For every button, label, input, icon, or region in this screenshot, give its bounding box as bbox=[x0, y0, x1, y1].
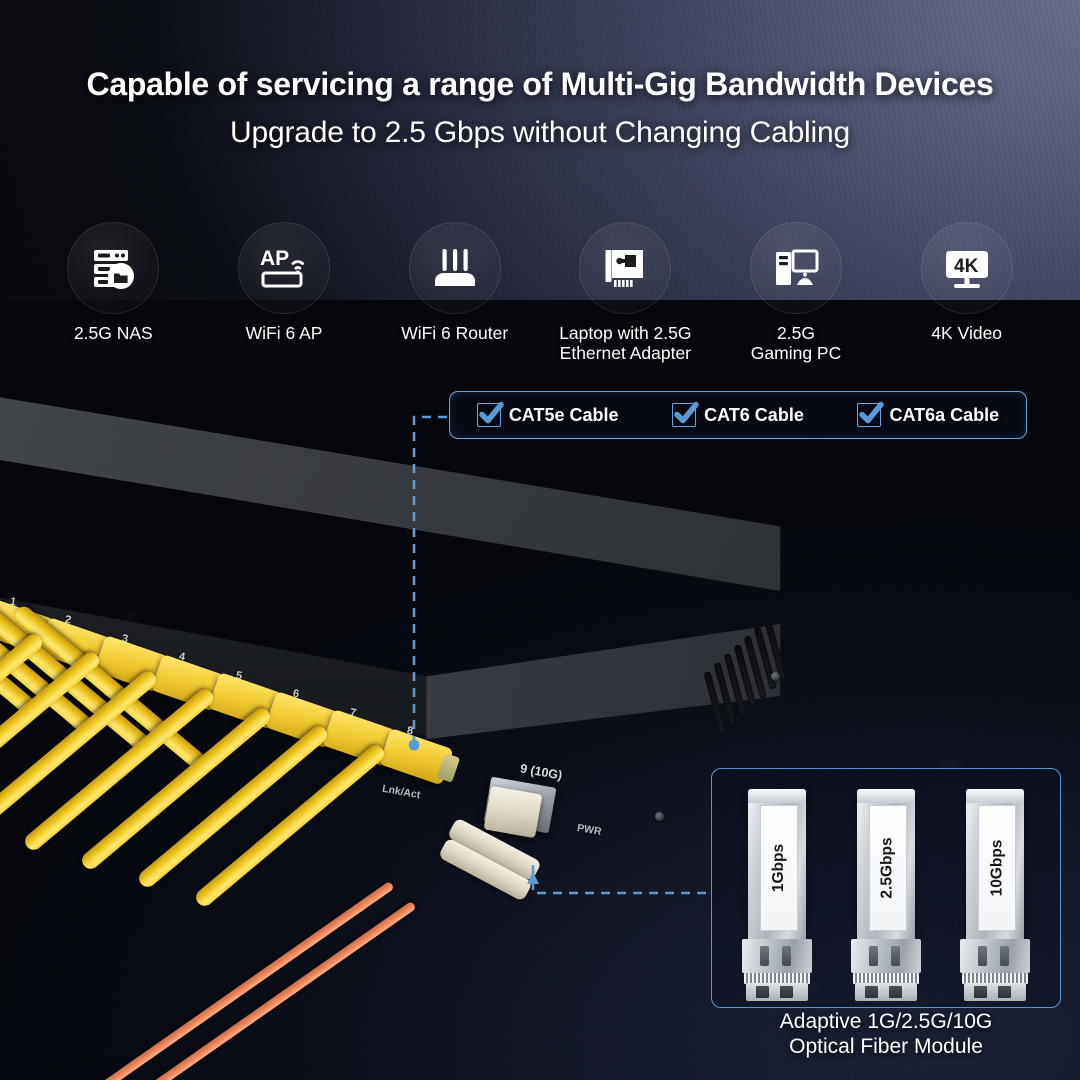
network-card-icon bbox=[579, 222, 672, 314]
desktop-pc-icon bbox=[750, 222, 843, 314]
checkbox-checked-icon[interactable] bbox=[857, 401, 885, 427]
sfp-module-panel: 1Gbps 2.5Gbps 10Gbps bbox=[711, 768, 1061, 1008]
sfp-module-25g: 2.5Gbps bbox=[843, 789, 929, 1001]
cable-option-cat6[interactable]: CAT6 Cable bbox=[672, 401, 804, 427]
device-label: 2.5G Gaming PC bbox=[750, 323, 842, 364]
wifi-router-icon bbox=[408, 222, 501, 314]
switch-top-surface bbox=[0, 360, 840, 780]
cable-option-label: CAT5e Cable bbox=[508, 404, 619, 425]
device-item-wifi-ap: AP WiFi 6 AP bbox=[199, 222, 370, 343]
lc-connector bbox=[483, 785, 543, 839]
nas-icon bbox=[67, 222, 160, 314]
checkbox-checked-icon[interactable] bbox=[476, 401, 504, 427]
4k-monitor-icon: 4K bbox=[920, 222, 1013, 314]
sfp-speed-label: 1Gbps bbox=[769, 843, 787, 893]
switch-screw-top bbox=[771, 672, 780, 681]
device-label: 2.5G NAS bbox=[73, 323, 153, 343]
device-item-gaming-pc: 2.5G Gaming PC bbox=[711, 222, 882, 364]
device-item-nas: 2.5G NAS bbox=[28, 222, 199, 343]
device-icon-row: 2.5G NAS AP WiFi 6 AP bbox=[28, 222, 1052, 364]
subheadline: Upgrade to 2.5 Gbps without Changing Cab… bbox=[230, 116, 850, 149]
headline: Capable of servicing a range of Multi-Gi… bbox=[86, 66, 994, 102]
device-item-wifi-router: WiFi 6 Router bbox=[369, 222, 540, 343]
cable-compatibility-panel: CAT5e Cable CAT6 Cable CAT6a Cable bbox=[449, 391, 1027, 439]
switch-screw-bottom bbox=[655, 812, 664, 821]
device-label: Laptop with 2.5G Ethernet Adapter bbox=[559, 323, 692, 364]
cable-option-label: CAT6 Cable bbox=[704, 404, 804, 425]
svg-text:4K: 4K bbox=[954, 256, 979, 277]
device-item-network-adapter: Laptop with 2.5G Ethernet Adapter bbox=[540, 222, 711, 364]
device-label: WiFi 6 AP bbox=[245, 323, 323, 343]
device-label: WiFi 6 Router bbox=[401, 323, 509, 343]
cable-option-cat6a[interactable]: CAT6a Cable bbox=[857, 401, 1000, 427]
device-item-4k-video: 4K 4K Video bbox=[881, 222, 1052, 343]
sfp-module-1g: 1Gbps bbox=[734, 789, 820, 1001]
cable-option-cat5e[interactable]: CAT5e Cable bbox=[476, 401, 619, 427]
checkbox-checked-icon[interactable] bbox=[672, 401, 699, 427]
sfp-module-caption: Adaptive 1G/2.5G/10G Optical Fiber Modul… bbox=[779, 1010, 993, 1058]
svg-text:AP: AP bbox=[260, 247, 289, 270]
wifi-ap-icon: AP bbox=[238, 222, 330, 314]
cable-option-label: CAT6a Cable bbox=[889, 404, 1000, 425]
sfp-module-10g: 10Gbps bbox=[952, 789, 1038, 1001]
sfp-speed-label: 2.5Gbps bbox=[878, 837, 896, 899]
device-label: 4K Video bbox=[931, 323, 1003, 343]
sfp-speed-label: 10Gbps bbox=[988, 839, 1006, 897]
